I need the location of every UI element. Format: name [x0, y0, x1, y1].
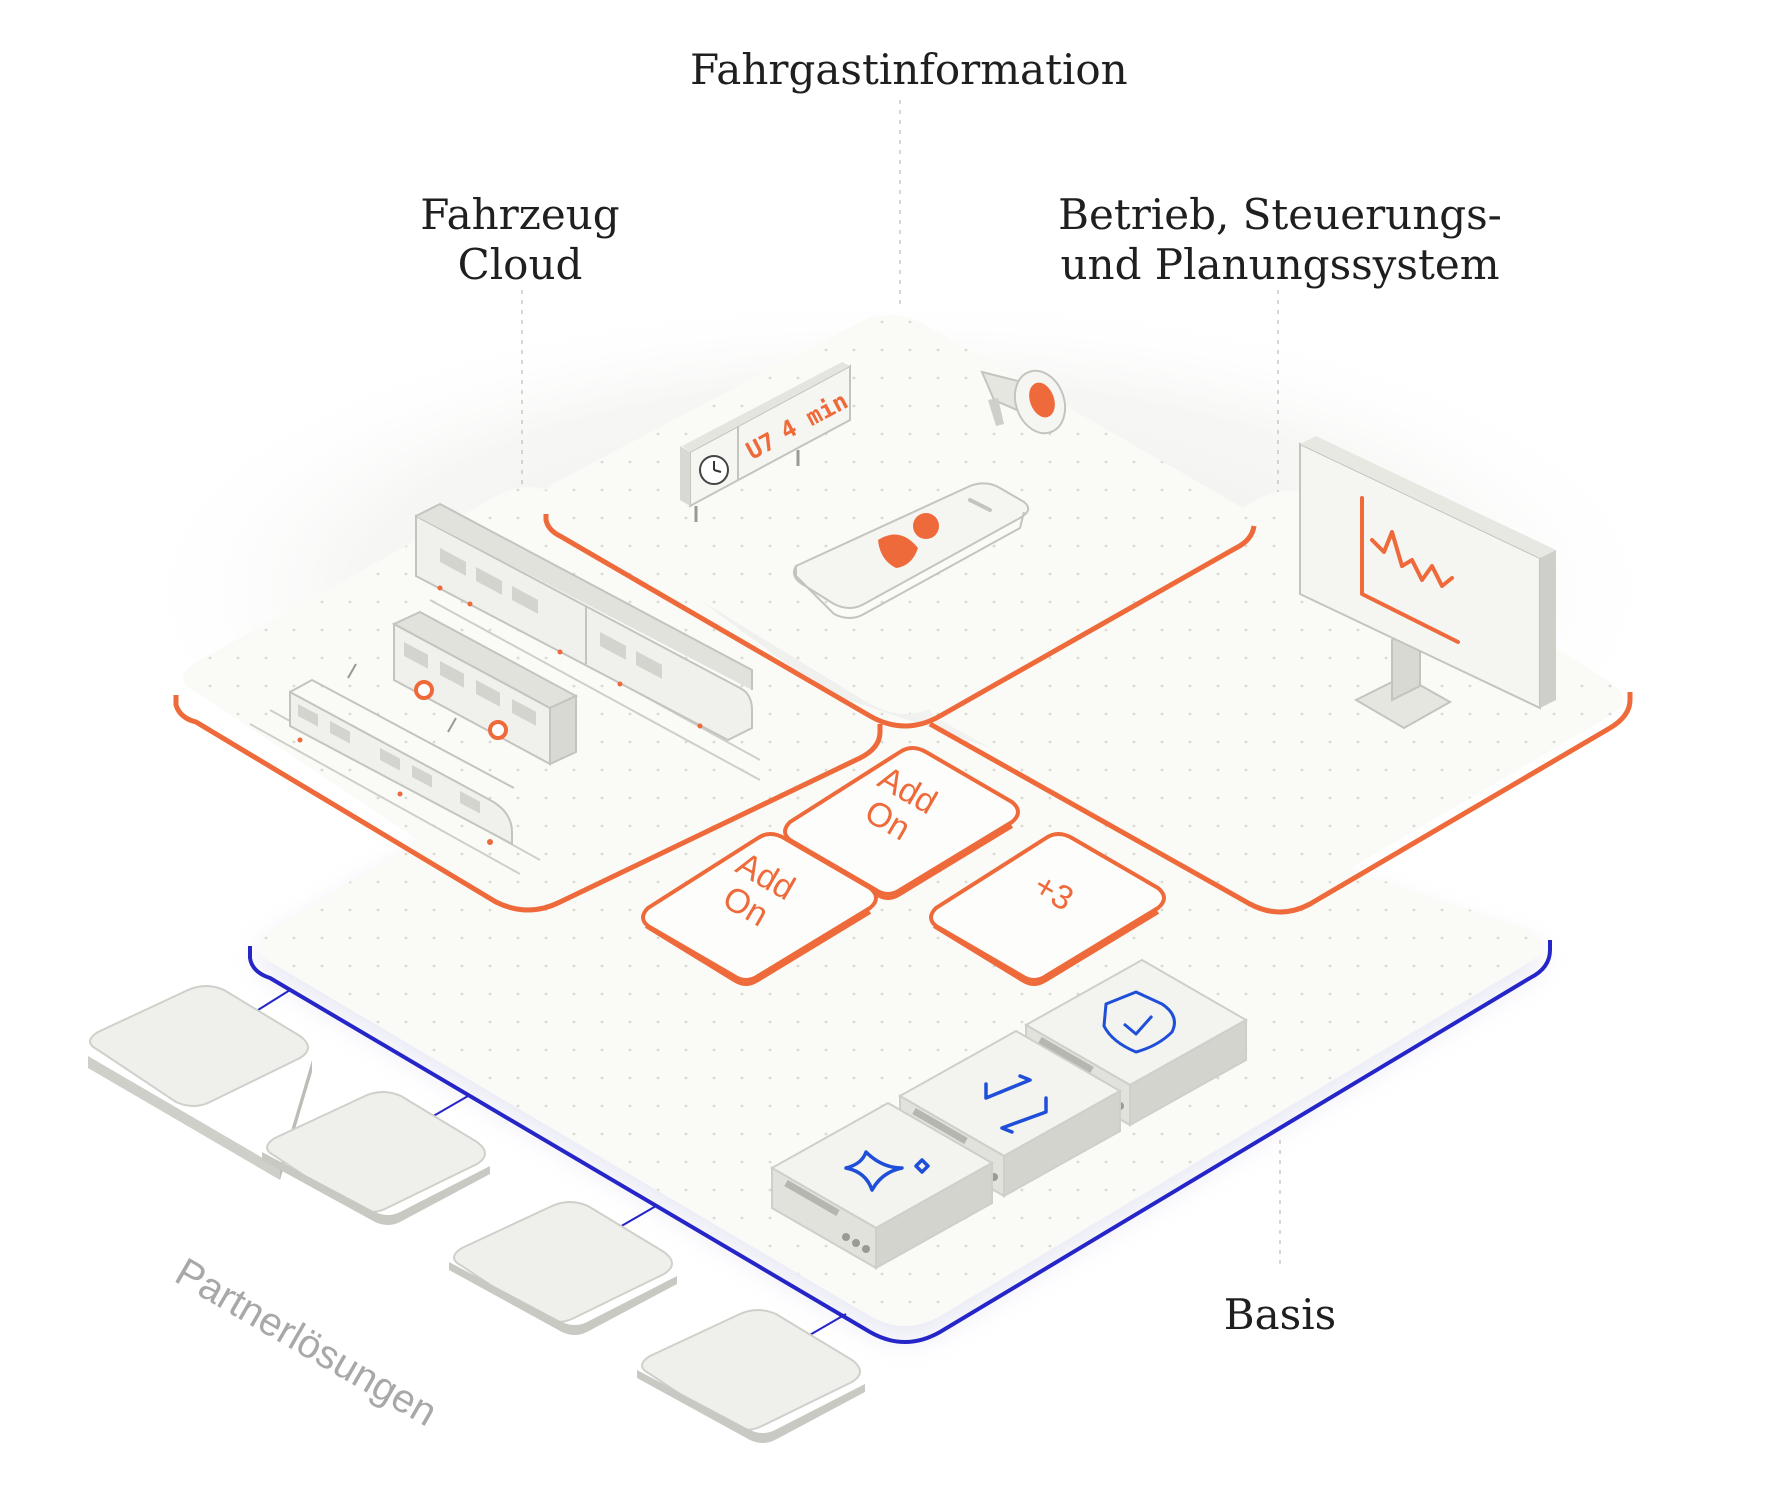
label-basis-text: Basis: [1223, 1290, 1337, 1339]
vehicles: [249, 502, 761, 875]
guide-lines: [521, 100, 1281, 1270]
addon-tiles: Add On Add On +3: [641, 746, 1166, 986]
train-icon: [415, 502, 753, 742]
tram-icon: [289, 663, 515, 846]
user-icon: [878, 513, 939, 568]
monitor-device[interactable]: [1299, 436, 1556, 730]
partner-tile-3[interactable]: [449, 1201, 677, 1335]
megaphone-icon[interactable]: [980, 364, 1073, 441]
line-chart-icon: [1360, 496, 1460, 644]
clock-icon: [699, 455, 729, 485]
bus-icon: [391, 610, 579, 766]
label-betrieb: Betrieb, Steuerungs- und Planungssystem: [1040, 190, 1520, 290]
server-boxes: [769, 958, 1249, 1270]
label-betrieb-line-2: und Planungssystem: [1060, 240, 1500, 289]
partner-tiles: [88, 985, 865, 1443]
partner-connectors: [257, 989, 847, 1337]
addon-tile-more[interactable]: [929, 832, 1166, 986]
label-fahrzeug-cloud: Fahrzeug Cloud: [360, 190, 680, 290]
addon-tile-left[interactable]: [641, 832, 878, 986]
partner-tile-2[interactable]: [262, 1091, 490, 1225]
label-fahrzeug-line-1: Fahrzeug: [420, 190, 620, 239]
phone-device[interactable]: [793, 482, 1030, 619]
passenger-info-platform: [543, 315, 1257, 729]
shield-check-icon: [1102, 990, 1176, 1054]
label-basis: Basis: [1180, 1290, 1380, 1340]
transfer-arrows-icon: [984, 1074, 1048, 1134]
server-sparkle[interactable]: [769, 1101, 995, 1270]
partner-tile-4[interactable]: [637, 1309, 865, 1443]
sparkle-icon: [844, 1150, 930, 1192]
label-fahrgastinformation: Fahrgastinformation: [690, 45, 1128, 95]
label-fahrzeug-line-2: Cloud: [457, 240, 583, 289]
label-fahrgastinformation-text: Fahrgastinformation: [690, 45, 1128, 94]
label-betrieb-line-1: Betrieb, Steuerungs-: [1058, 190, 1502, 239]
departure-display-board: U7 4 min: [680, 362, 853, 522]
